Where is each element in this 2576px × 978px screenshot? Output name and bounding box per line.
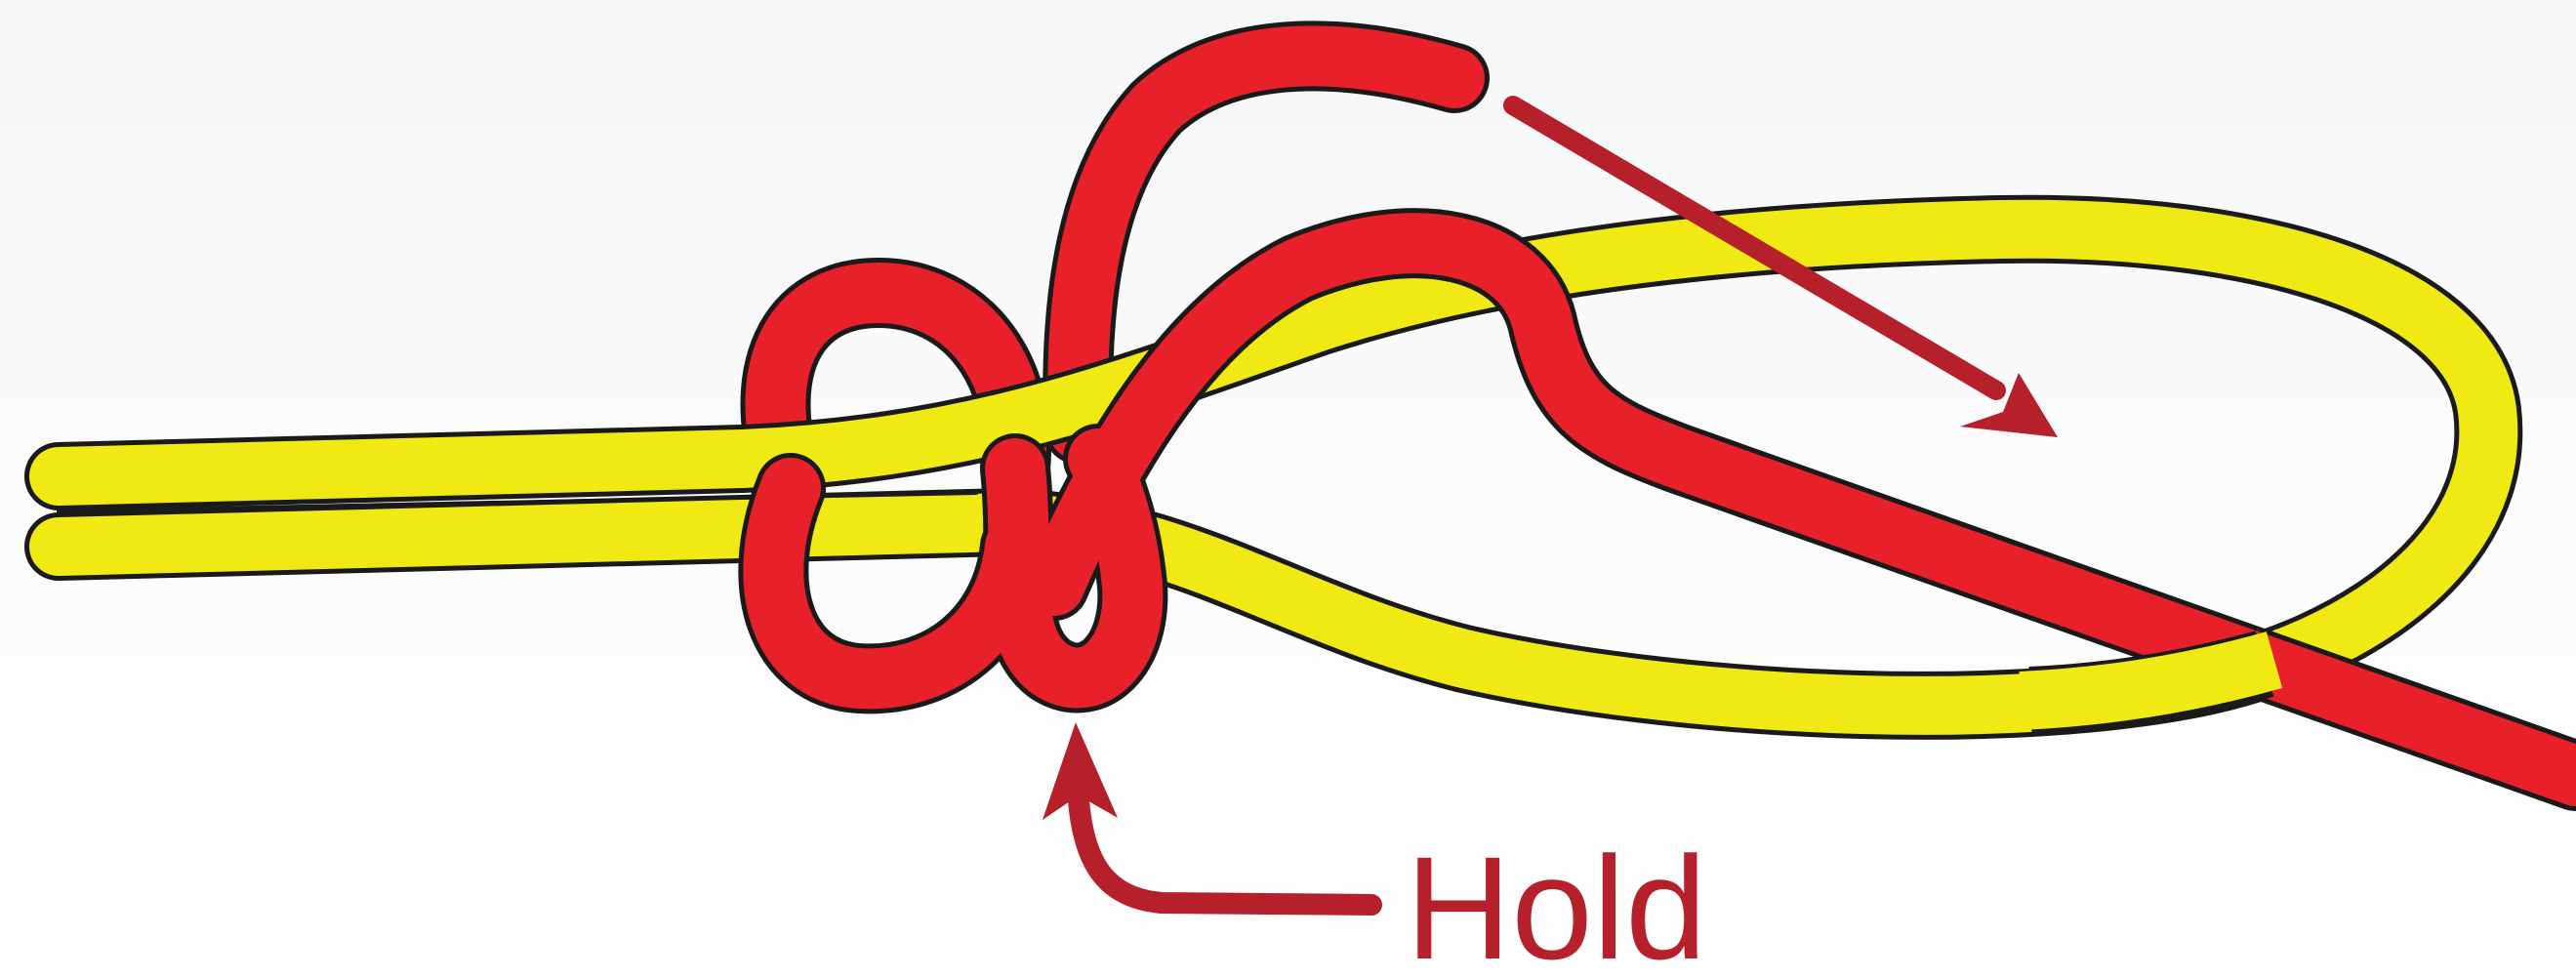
yellow-loop-front-crossing xyxy=(2021,660,2274,701)
hold-arrow xyxy=(1043,722,1371,905)
hold-label: Hold xyxy=(1406,826,1707,978)
